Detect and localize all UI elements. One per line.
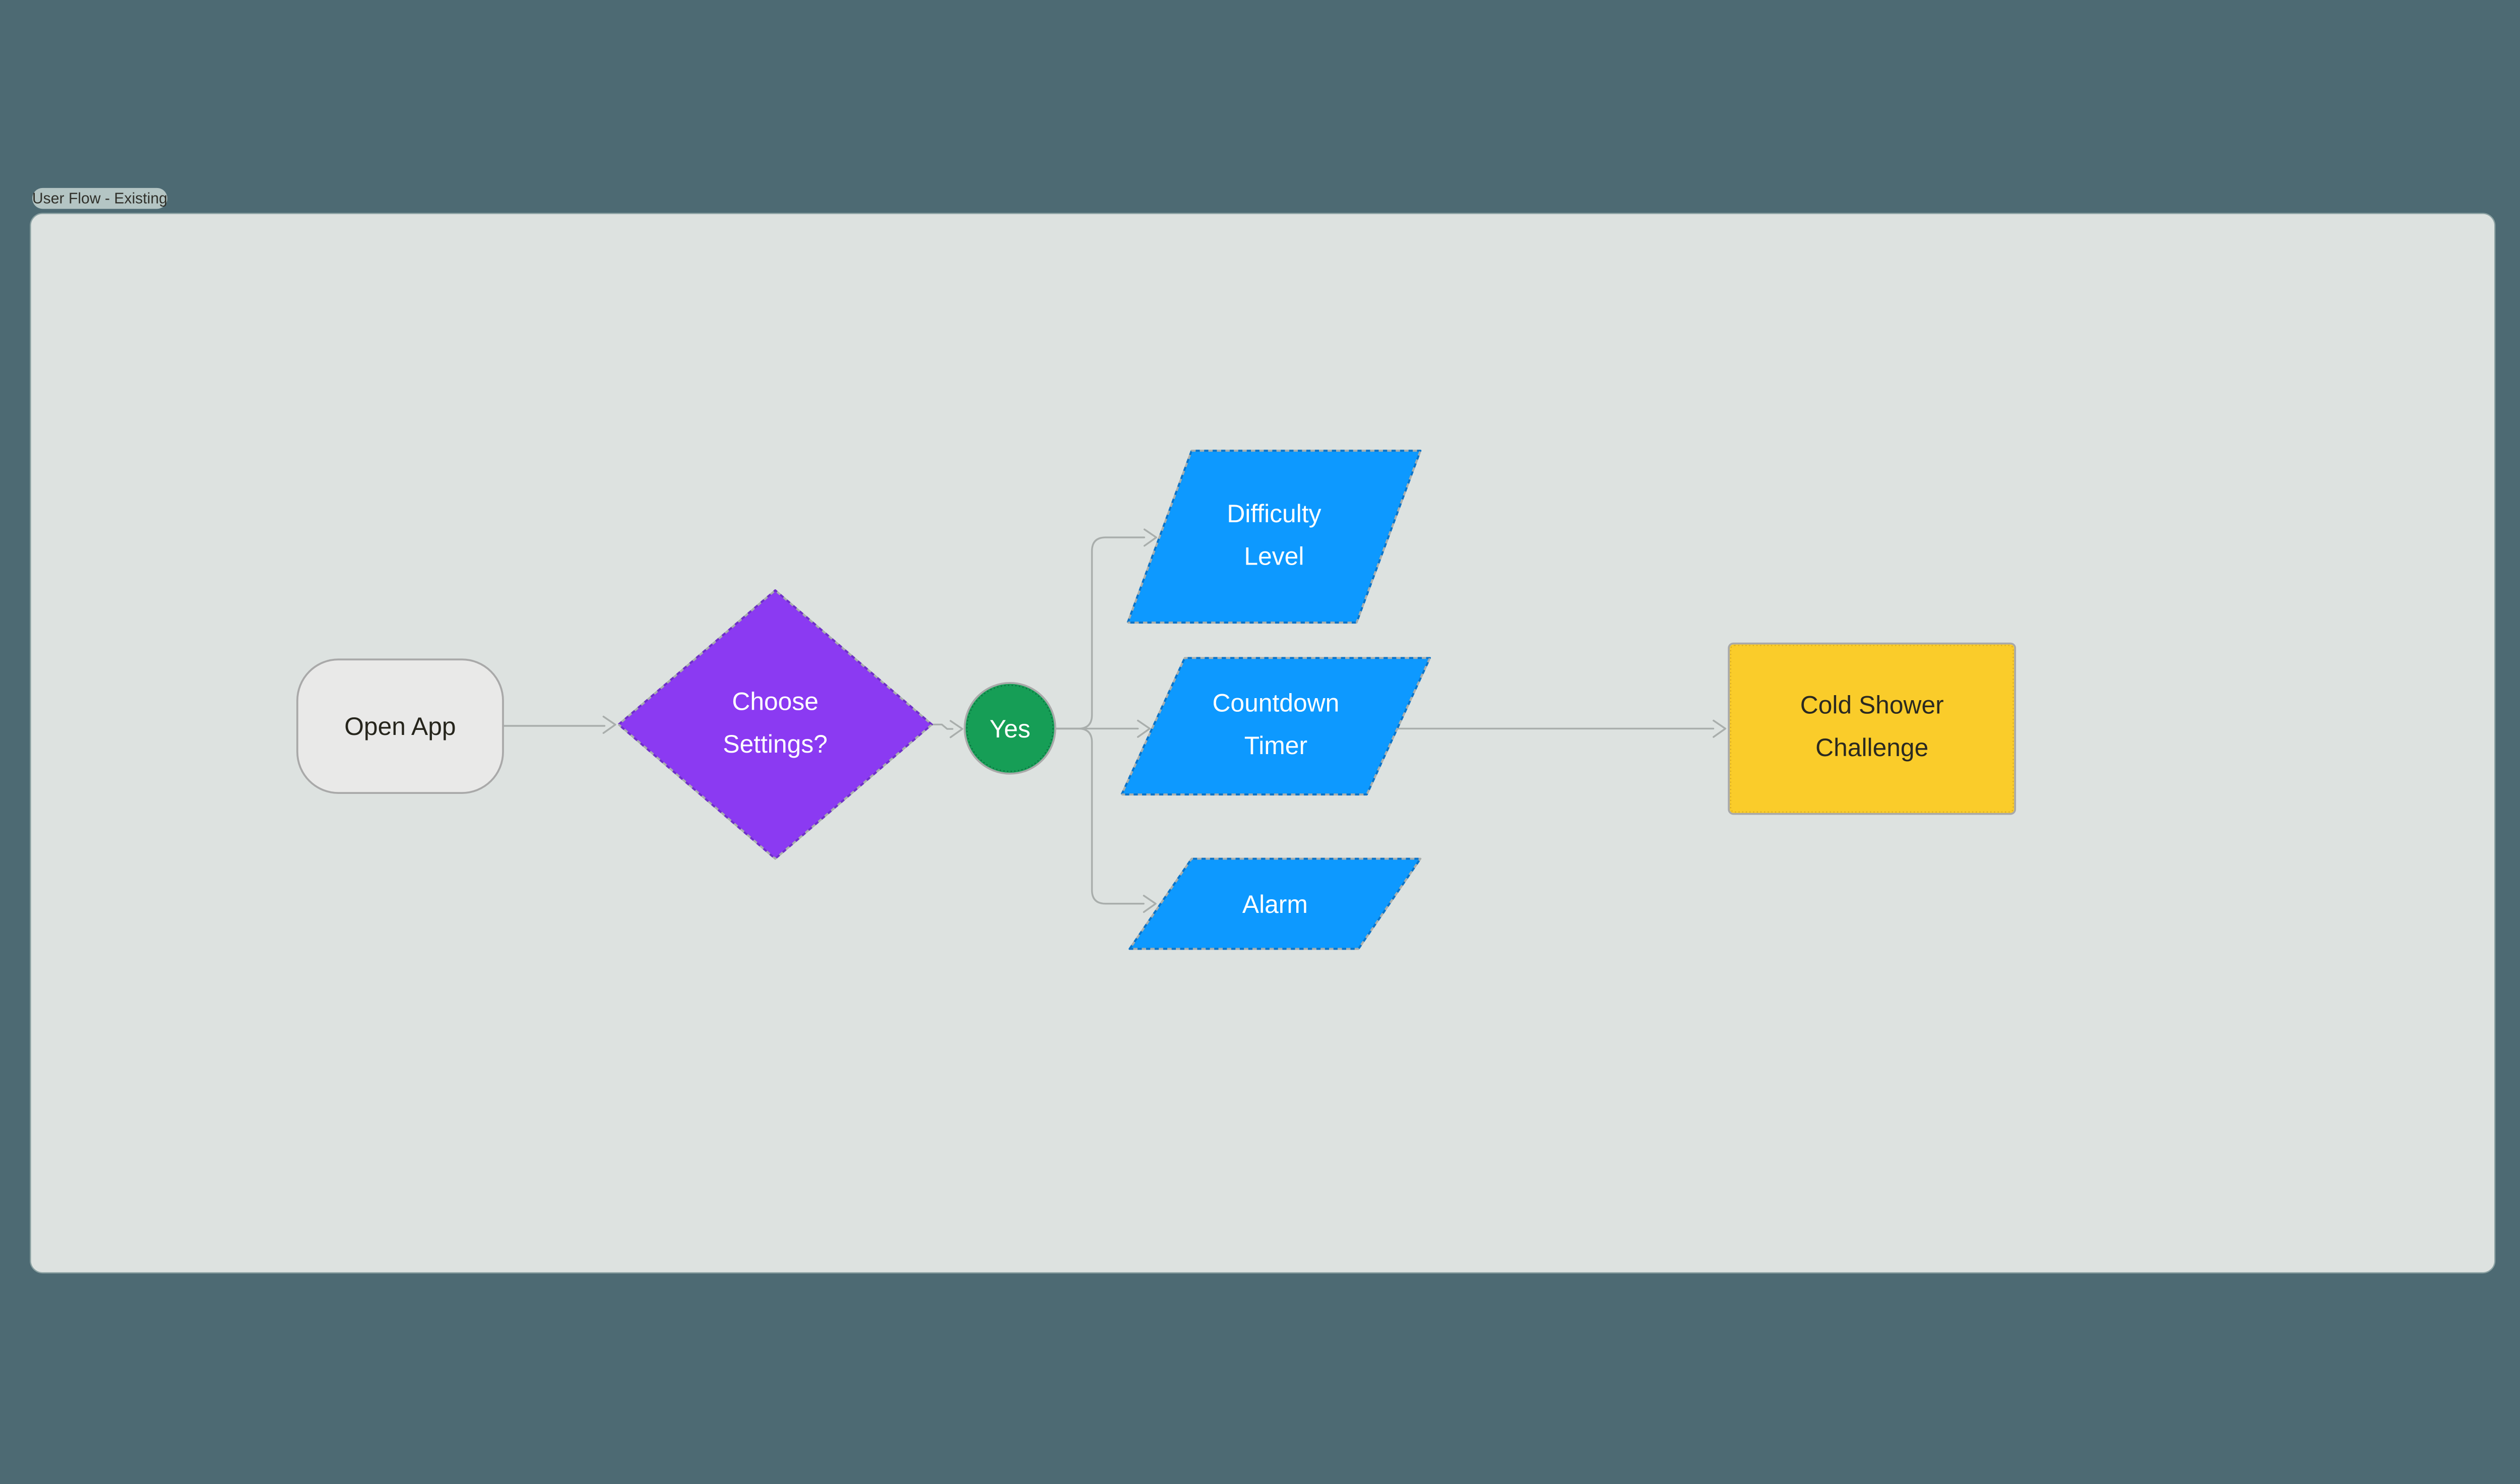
- node-cold-shower-challenge-label-line1: Cold Shower: [1800, 691, 1944, 719]
- arrowhead-icon: [950, 720, 964, 738]
- edge-open-app-to-choose-settings[interactable]: [502, 715, 616, 734]
- node-cold-shower-challenge-label-line2: Challenge: [1815, 733, 1928, 762]
- node-countdown-timer[interactable]: Countdown Timer: [1120, 657, 1431, 796]
- frame-label[interactable]: User Flow - Existing: [32, 188, 167, 209]
- edge-countdown-timer-to-cold-shower-challenge[interactable]: [1397, 719, 1727, 738]
- node-choose-settings-label-line2: Settings?: [723, 730, 828, 758]
- node-cold-shower-challenge[interactable]: Cold Shower Challenge: [1728, 642, 2017, 815]
- nodes-layer: Open App Choose Settings? Yes Difficulty…: [296, 450, 2017, 950]
- node-difficulty-level-label-line1: Difficulty: [1227, 500, 1321, 528]
- node-countdown-timer-label-line2: Timer: [1244, 731, 1307, 760]
- node-difficulty-level[interactable]: Difficulty Level: [1126, 450, 1422, 624]
- edge-yes-to-alarm[interactable]: [1055, 727, 1157, 913]
- arrowhead-icon: [1137, 719, 1151, 738]
- node-yes[interactable]: Yes: [964, 682, 1056, 775]
- arrowhead-icon: [1713, 719, 1727, 738]
- node-countdown-timer-label-line1: Countdown: [1212, 689, 1339, 717]
- edges-layer: [502, 528, 1727, 913]
- node-yes-label: Yes: [989, 715, 1030, 743]
- node-difficulty-level-label-line2: Level: [1244, 542, 1304, 570]
- node-open-app[interactable]: Open App: [296, 658, 504, 794]
- frame-label-pill[interactable]: [32, 188, 167, 209]
- node-choose-settings-label-line1: Choose: [732, 688, 818, 716]
- node-alarm[interactable]: Alarm: [1128, 857, 1422, 950]
- node-open-app-label: Open App: [344, 712, 456, 740]
- arrowhead-icon: [1143, 528, 1157, 547]
- frame-label-text: User Flow - Existing: [32, 191, 167, 207]
- arrowhead-icon: [602, 715, 616, 734]
- node-choose-settings[interactable]: Choose Settings?: [617, 589, 933, 860]
- arrowhead-icon: [1143, 895, 1157, 913]
- node-alarm-label: Alarm: [1242, 890, 1308, 918]
- edge-choose-settings-to-yes[interactable]: [931, 720, 964, 738]
